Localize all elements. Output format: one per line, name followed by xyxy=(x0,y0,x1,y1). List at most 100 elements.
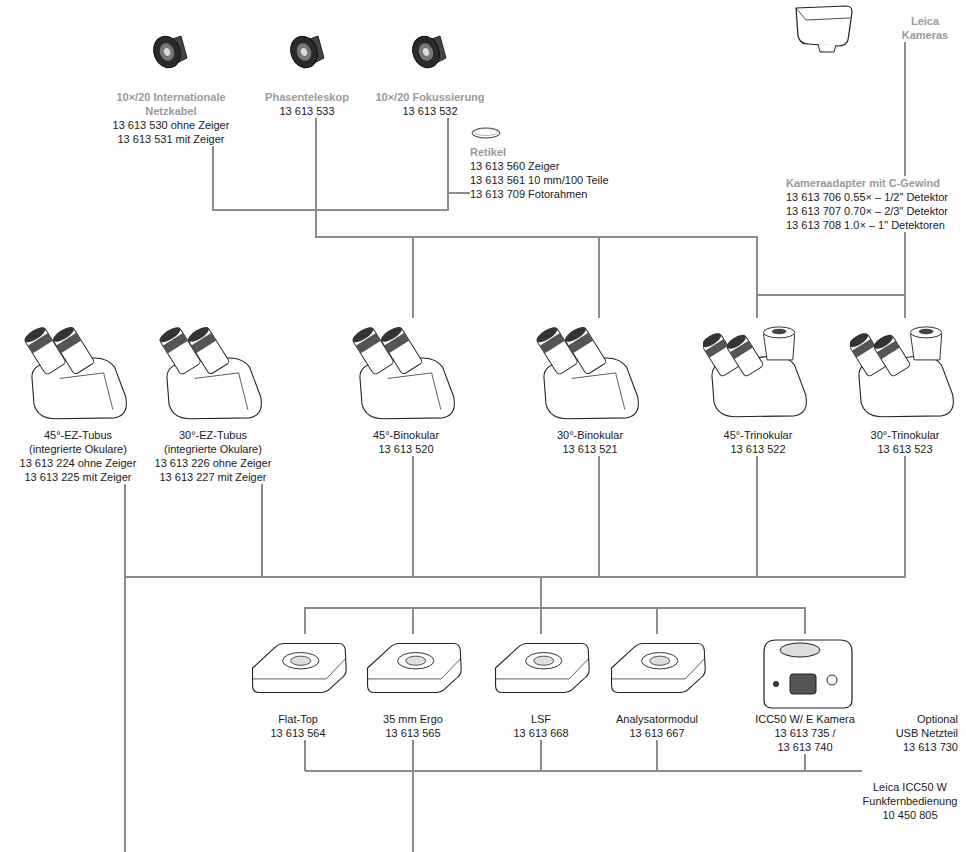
component: 35 mm Ergo13 613 565 xyxy=(363,634,463,740)
part-title: Phasenteleskop xyxy=(252,90,362,104)
eyepiece-icon xyxy=(149,33,187,72)
component: ICC50 W/ E Kamera13 613 735 / 13 613 740 xyxy=(740,634,870,754)
connector-line xyxy=(757,232,905,318)
part-number: 13 613 708 1.0× – 1" Detektoren xyxy=(786,218,962,232)
connector-line xyxy=(125,484,541,634)
connector-line xyxy=(316,118,599,318)
note-label: Leica ICC50 W xyxy=(873,780,947,794)
component: Kameraadapter mit C-Gewind13 613 706 0.5… xyxy=(786,176,962,232)
component: 45°-Trinokular13 613 522 xyxy=(703,318,813,456)
connector-line xyxy=(125,484,657,634)
part-number: Flat-Top xyxy=(248,712,348,726)
part-number: 13 613 668 xyxy=(491,726,591,740)
eyepiece-icon xyxy=(286,33,324,72)
part-title: 10×/20 Internationale Netzkabel xyxy=(101,90,241,118)
part-number: 13 613 667 xyxy=(602,726,712,740)
camera-icon xyxy=(796,6,852,52)
stand-line xyxy=(412,740,414,771)
module-icon xyxy=(612,643,706,692)
connector-line xyxy=(316,118,448,318)
component: Flat-Top13 613 564 xyxy=(248,634,348,740)
component: 30°-Trinokular13 613 523 xyxy=(850,318,960,456)
stand-line xyxy=(656,740,658,771)
part-title: Leica Kameras xyxy=(899,14,951,42)
part-number: ICC50 W/ E Kamera xyxy=(740,712,870,726)
connector-line xyxy=(262,484,541,634)
icc50-camera-icon xyxy=(764,640,852,708)
connector-line xyxy=(262,484,541,634)
component: LSF13 613 668 xyxy=(491,634,591,740)
part-number: 13 613 735 / 13 613 740 xyxy=(770,726,840,754)
part-number: 13 613 530 ohne Zeiger xyxy=(96,118,246,132)
connector-line xyxy=(316,118,413,318)
connector-line xyxy=(316,118,905,318)
part-number: 13 613 531 mit Zeiger xyxy=(96,132,246,146)
part-number: 13 613 709 Fotorahmen xyxy=(470,187,630,201)
note-label: 10 450 805 xyxy=(882,808,937,822)
connector-line xyxy=(316,118,599,318)
part-number: 13 613 523 xyxy=(850,442,960,456)
part-number: 13 613 533 xyxy=(252,104,362,118)
part-number: 30°-Trinokular xyxy=(850,428,960,442)
component: Analysatormodul13 613 667 xyxy=(602,634,712,740)
part-number: 13 613 560 Zeiger xyxy=(470,159,630,173)
eyepiece-icon xyxy=(408,33,446,72)
connector-line xyxy=(316,118,757,318)
trinocular-icon xyxy=(847,327,954,417)
stand-line xyxy=(804,754,806,771)
part-number: 30°-Binokular xyxy=(535,428,645,442)
note-label: Funkfernbedienung xyxy=(863,794,958,808)
connector-line xyxy=(904,232,906,318)
connector-line xyxy=(316,118,905,318)
part-number: 13 613 227 mit Zeiger xyxy=(153,470,273,484)
component: 45°-Binokular13 613 520 xyxy=(351,318,461,456)
connector-line xyxy=(413,456,905,634)
component: Phasenteleskop13 613 533 xyxy=(252,28,362,118)
component: 45°-EZ-Tubus (integrierte Okulare)13 613… xyxy=(18,318,138,484)
connector-line xyxy=(262,484,541,634)
connector-line xyxy=(448,118,470,193)
note-label: Optional xyxy=(917,712,958,726)
component: 30°-EZ-Tubus (integrierte Okulare)13 613… xyxy=(153,318,273,484)
connector-line xyxy=(125,484,805,634)
note-label: 13 613 730 xyxy=(903,740,958,754)
component: Retikel13 613 560 Zeiger13 613 561 10 mm… xyxy=(470,125,630,201)
module-icon xyxy=(496,643,590,692)
part-number: 13 613 522 xyxy=(703,442,813,456)
binocular-icon xyxy=(350,324,454,419)
component: 10×/20 Internationale Netzkabel13 613 53… xyxy=(96,28,246,146)
tube-icon xyxy=(157,324,261,419)
part-number: 13 613 224 ohne Zeiger xyxy=(18,456,138,470)
stand-line xyxy=(540,740,542,771)
module-icon xyxy=(253,643,347,692)
connector-line xyxy=(125,484,541,634)
part-number: 13 613 565 xyxy=(363,726,463,740)
connector-line xyxy=(541,456,905,634)
part-number: 13 613 532 xyxy=(365,104,495,118)
part-number: 13 613 707 0.70× – 2/3" Detektor xyxy=(786,204,962,218)
part-number: 13 613 521 xyxy=(535,442,645,456)
stand-line xyxy=(412,771,414,852)
connector-line xyxy=(262,484,657,634)
part-number: 45°-Binokular xyxy=(351,428,461,442)
part-number: 13 613 561 10 mm/100 Teile xyxy=(470,173,630,187)
part-number: 13 613 225 mit Zeiger xyxy=(18,470,138,484)
stand-line xyxy=(305,770,862,772)
component: 10×/20 Fokussierung13 613 532 xyxy=(365,28,495,118)
part-number: 45°-EZ-Tubus (integrierte Okulare) xyxy=(24,428,132,456)
connector-line xyxy=(213,146,757,318)
part-title: Retikel xyxy=(470,145,630,159)
part-number: 13 613 706 0.55× – 1/2" Detektor xyxy=(786,190,962,204)
stand-line xyxy=(124,577,126,852)
note-label: USB Netzteil xyxy=(896,726,958,740)
connector-line xyxy=(213,146,413,318)
component: Leica Kameras xyxy=(780,2,960,42)
connector-line xyxy=(305,456,905,634)
connector-line xyxy=(316,118,757,318)
connector-line xyxy=(262,484,805,634)
connector-line xyxy=(125,484,541,634)
module-icon xyxy=(368,643,462,692)
part-number: Analysatormodul xyxy=(602,712,712,726)
part-number: 13 613 520 xyxy=(351,442,461,456)
